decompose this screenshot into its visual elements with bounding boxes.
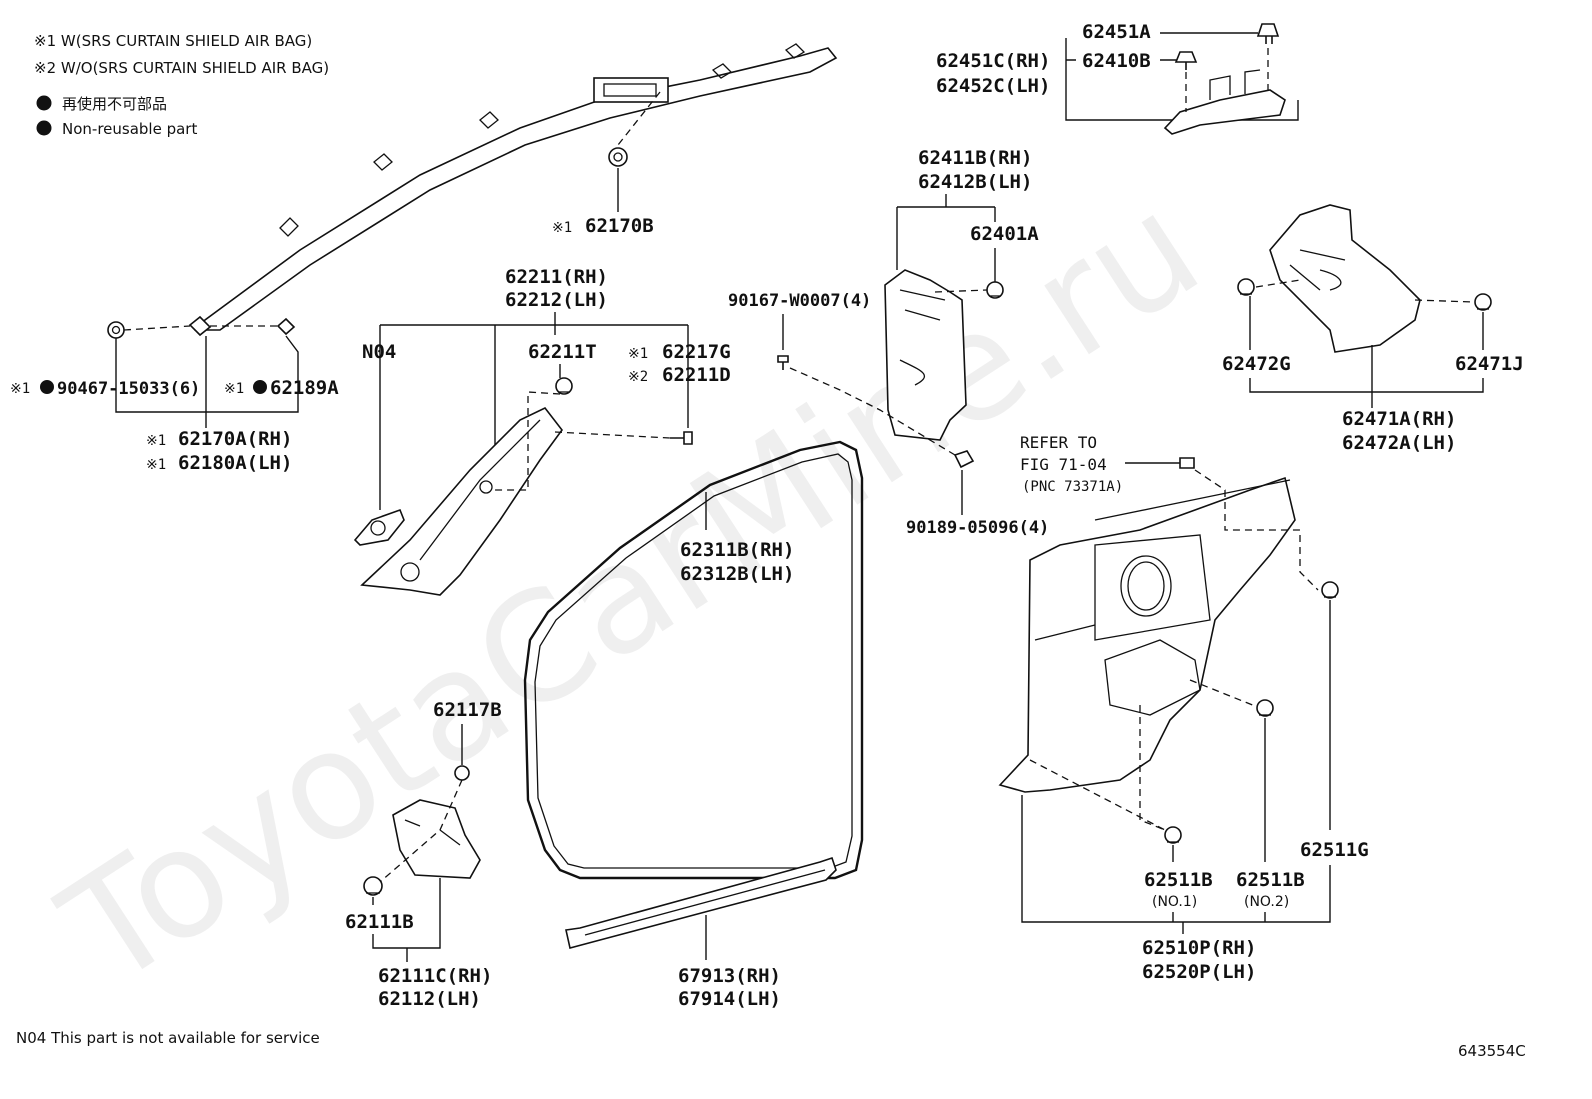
label-62170A: 62170A(RH) (178, 428, 292, 450)
footer-n04-note: N04 This part is not available for servi… (16, 1029, 320, 1047)
label-62520P-lh: 62520P(LH) (1142, 961, 1256, 983)
non-reusable-dot-icon (40, 380, 54, 394)
mark-62170A: ※1 (146, 433, 166, 449)
note-nonreusable-en: Non-reusable part (62, 120, 197, 138)
label-62211D: 62211D (662, 364, 731, 386)
refer-to-text: REFER TO (1020, 433, 1097, 452)
clip-62170B-icon (608, 147, 628, 167)
label-no2: (NO.2) (1244, 894, 1289, 910)
label-62511B-no1: 62511B (1144, 869, 1213, 891)
center-pillar-garnish-upper-part (884, 269, 967, 441)
refer-pnc-text: (PNC 73371A) (1022, 479, 1123, 495)
label-62452C-lh: 62452C(LH) (936, 75, 1050, 97)
clip-62170A-icon (188, 315, 212, 337)
quarter-trim-lower-part (998, 476, 1296, 793)
clip-90467-icon (107, 321, 125, 339)
clip-62471J-icon (1474, 293, 1492, 311)
front-pillar-garnish-part (360, 406, 564, 596)
clip-62410B-icon (1174, 51, 1198, 70)
label-62111C-rh: 62111C(RH) (378, 965, 492, 987)
label-62471J: 62471J (1455, 353, 1524, 375)
label-67913-rh: 67913(RH) (678, 965, 781, 987)
mark-62211D: ※2 (628, 369, 648, 385)
label-62311B-rh: 62311B(RH) (680, 539, 794, 561)
label-62217G: 62217G (662, 341, 731, 363)
label-62170B: 62170B (585, 215, 654, 237)
figure-id: 643554C (1458, 1042, 1526, 1060)
clip-62401A-icon (986, 281, 1004, 299)
mark-62170B: ※1 (552, 220, 572, 236)
fastener-73371A-icon (1179, 457, 1195, 469)
note-airbag-without: ※2 W/O(SRS CURTAIN SHIELD AIR BAG) (34, 59, 329, 77)
clip-62111B-icon (363, 876, 383, 896)
roof-side-inner-garnish-part (1163, 69, 1286, 135)
label-62510P-rh: 62510P(RH) (1142, 937, 1256, 959)
weatherstrip-62311B-part (523, 440, 864, 880)
label-90467-15033: 90467-15033(6) (57, 379, 200, 399)
non-reusable-dot-icon (36, 95, 52, 111)
mark-62180A: ※1 (146, 457, 166, 473)
label-62511B-no2: 62511B (1236, 869, 1305, 891)
clip-62511B-no1-icon (1164, 826, 1182, 844)
clip-62451A-icon (1256, 23, 1280, 44)
refer-fig-text: FIG 71-04 (1020, 455, 1107, 474)
label-62312B-lh: 62312B(LH) (680, 563, 794, 585)
speaker-cover-n04-part (353, 508, 405, 546)
label-90189-05096: 90189-05096(4) (906, 518, 1049, 538)
label-no1: (NO.1) (1152, 894, 1197, 910)
label-62472G: 62472G (1222, 353, 1291, 375)
clip-62117B-icon (454, 765, 470, 781)
non-reusable-dot-icon (253, 380, 267, 394)
label-67914-lh: 67914(LH) (678, 988, 781, 1010)
clip-62472G-icon (1237, 278, 1255, 296)
screw-62217G-icon (670, 431, 693, 445)
label-62211T: 62211T (528, 341, 597, 363)
label-62212-lh: 62212(LH) (505, 289, 608, 311)
label-62112-lh: 62112(LH) (378, 988, 481, 1010)
label-62111B: 62111B (345, 911, 414, 933)
label-62189A: 62189A (270, 377, 339, 399)
scuff-plate-part (565, 856, 837, 949)
label-62180A: 62180A(LH) (178, 452, 292, 474)
mark-62189A: ※1 (224, 381, 244, 397)
label-62411B-rh: 62411B(RH) (918, 147, 1032, 169)
label-62401A: 62401A (970, 223, 1039, 245)
label-62117B: 62117B (433, 699, 502, 721)
label-62211-rh: 62211(RH) (505, 266, 608, 288)
label-n04: N04 (362, 341, 396, 363)
label-62472A-lh: 62472A(LH) (1342, 432, 1456, 454)
clip-62511B-no2-icon (1256, 699, 1274, 717)
label-62451C-rh: 62451C(RH) (936, 50, 1050, 72)
cowl-side-trim-part (392, 799, 481, 879)
label-62471A-rh: 62471A(RH) (1342, 408, 1456, 430)
quarter-trim-upper-part (1269, 204, 1421, 353)
non-reusable-dot-icon (36, 120, 52, 136)
screw-90167-icon (777, 355, 789, 370)
mark-90467: ※1 (10, 381, 30, 397)
clip-90189-icon (953, 450, 975, 469)
label-90167-W0007: 90167-W0007(4) (728, 291, 871, 311)
roof-rail-garnish-part (194, 43, 838, 331)
label-62511G: 62511G (1300, 839, 1369, 861)
label-62410B: 62410B (1082, 50, 1151, 72)
clip-62511G-icon (1321, 581, 1339, 599)
note-nonreusable-jp: 再使用不可部品 (62, 95, 167, 113)
label-62451A: 62451A (1082, 21, 1151, 43)
clip-62189A-icon (276, 317, 296, 336)
label-62412B-lh: 62412B(LH) (918, 171, 1032, 193)
note-airbag-with: ※1 W(SRS CURTAIN SHIELD AIR BAG) (34, 32, 312, 50)
clip-62211T-icon (555, 377, 573, 395)
mark-62217G: ※1 (628, 346, 648, 362)
